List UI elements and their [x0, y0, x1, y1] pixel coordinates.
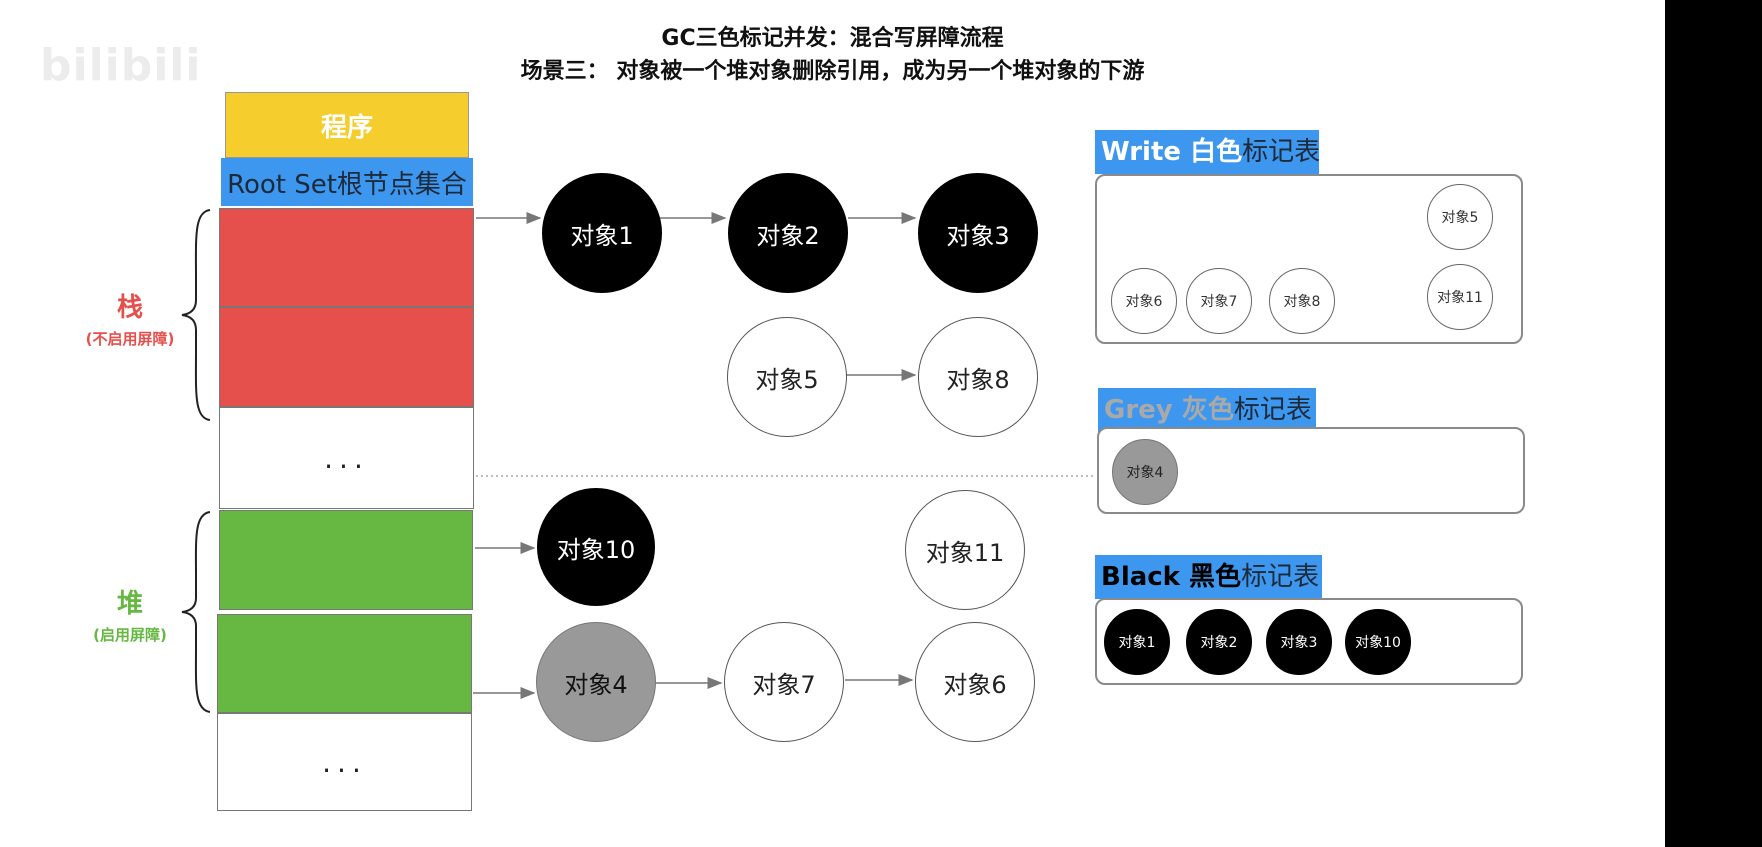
stack-label-group: 栈 (不启用屏障) [70, 287, 190, 349]
stack-note: (不启用屏障) [85, 330, 175, 348]
object-node: 对象10 [537, 488, 655, 606]
grey-table-color-word: 灰色 [1181, 395, 1234, 425]
white-table-item: 对象8 [1269, 268, 1335, 334]
reference-arrows [473, 212, 1095, 699]
grey-table-name: Grey [1104, 395, 1173, 425]
bilibili-watermark: bilibili [40, 40, 202, 91]
grey-table-item: 对象4 [1112, 439, 1178, 505]
white-table-color-word: 白色 [1190, 137, 1243, 167]
stack-slot-2 [219, 307, 474, 407]
object-node: 对象11 [905, 490, 1025, 610]
stack-slot-more: ... [219, 407, 474, 509]
stack-brace [181, 209, 211, 421]
root-set-box: Root Set根节点集合 [221, 158, 473, 206]
heap-slot-more: ... [217, 713, 472, 811]
grey-table-header: Grey 灰色标记表 [1098, 388, 1316, 432]
slide: bilibili GC三色标记并发：混合写屏障流程 场景三： 对象被一个堆对象删… [0, 0, 1665, 847]
heap-slot-2 [217, 614, 472, 713]
black-table-header: Black 黑色标记表 [1095, 555, 1322, 599]
black-table-suffix: 标记表 [1241, 562, 1320, 592]
object-node: 对象1 [542, 173, 662, 293]
heap-label: 堆 [116, 589, 143, 619]
ellipsis: ... [324, 441, 369, 475]
heap-note: (启用屏障) [93, 626, 167, 644]
black-table-color-word: 黑色 [1189, 562, 1242, 592]
white-table-suffix: 标记表 [1242, 137, 1321, 167]
black-table-item: 对象3 [1266, 609, 1332, 675]
white-table-header: Write 白色标记表 [1095, 130, 1321, 174]
program-box: 程序 [225, 92, 469, 158]
white-table-item: 对象7 [1186, 268, 1252, 334]
white-table-item: 对象11 [1427, 264, 1493, 330]
stack-label: 栈 [116, 293, 143, 323]
page-title: GC三色标记并发：混合写屏障流程 [661, 26, 1004, 51]
heap-slot-1 [219, 510, 473, 610]
heap-label-group: 堆 (启用屏障) [70, 583, 190, 645]
ellipsis: ... [322, 745, 367, 779]
object-node: 对象3 [918, 173, 1038, 293]
object-node: 对象4 [536, 622, 656, 742]
black-table-name: Black [1101, 562, 1180, 592]
object-node: 对象7 [724, 622, 844, 742]
white-table-name: Write [1101, 137, 1182, 167]
black-table-item: 对象2 [1186, 609, 1252, 675]
heap-brace [181, 511, 211, 713]
object-node: 对象2 [728, 173, 848, 293]
white-table-item: 对象6 [1111, 268, 1177, 334]
object-node: 对象8 [918, 317, 1038, 437]
stack-slot-1 [219, 208, 474, 307]
grey-table-suffix: 标记表 [1233, 395, 1312, 425]
page-subtitle: 场景三： 对象被一个堆对象删除引用，成为另一个堆对象的下游 [520, 59, 1145, 84]
object-node: 对象5 [727, 317, 847, 437]
black-table-item: 对象1 [1104, 609, 1170, 675]
black-table-item: 对象10 [1345, 609, 1411, 675]
object-node: 对象6 [915, 622, 1035, 742]
white-table-item: 对象5 [1427, 184, 1493, 250]
